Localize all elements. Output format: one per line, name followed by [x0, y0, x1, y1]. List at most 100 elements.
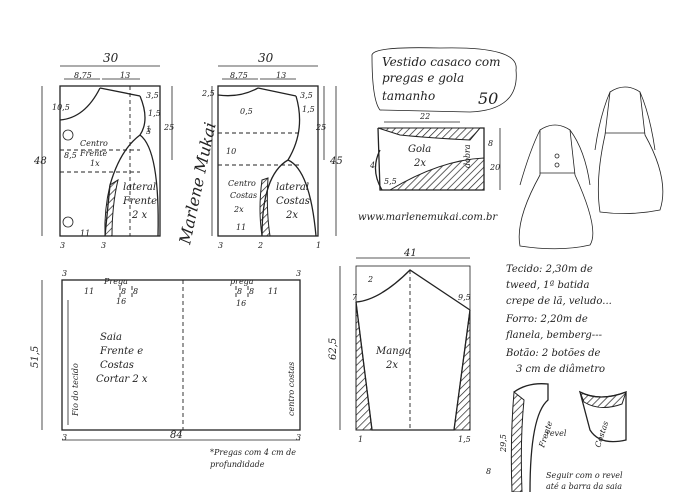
- skirt-p1d: 16: [116, 297, 126, 306]
- back-lateral-label2: Costas: [276, 196, 310, 207]
- skirt-back-label: centro costas: [287, 362, 296, 416]
- skirt-p2c: 11: [268, 287, 278, 296]
- facing-m2: 8: [486, 467, 491, 476]
- back-m3: 0,5: [240, 107, 253, 116]
- facing-note1: Seguir com o revel: [546, 471, 623, 480]
- signature: Marlene Mukai: [175, 121, 220, 247]
- front-lateral-label2: Frente: [122, 196, 157, 207]
- facing-note2: até a barra da saia: [546, 482, 622, 491]
- front-m3: 1,5: [148, 109, 161, 118]
- collar-label: Gola: [408, 144, 431, 155]
- sleeve-label: Manga: [375, 346, 411, 357]
- facing-label2: revel: [546, 429, 567, 438]
- back-m4: 1,5: [302, 105, 315, 114]
- collar-width: 22: [419, 112, 430, 121]
- back-m7: 11: [236, 223, 246, 232]
- skirt-p1c: 8: [133, 287, 138, 296]
- collar-m2: 5,5: [384, 177, 397, 186]
- materials-notes: Tecido: 2,30m de tweed, 1ª batida crepe …: [505, 264, 612, 375]
- front-height: 48: [33, 156, 47, 167]
- facing-label3: Costas: [593, 420, 610, 449]
- skirt-height: 51,5: [30, 346, 41, 368]
- front-m8: 11: [80, 229, 90, 238]
- front-seg1: 8,75: [74, 71, 92, 80]
- skirt-note2: profundidade: [210, 460, 265, 469]
- collar-piece: 22 Gola 2x dobra 8 20 4 5,5: [369, 112, 501, 191]
- collar-height: 8: [488, 139, 493, 148]
- collar-height2: 20: [489, 163, 500, 172]
- materials-l7: 3 cm de diâmetro: [516, 364, 605, 375]
- back-lateral-label: lateral: [276, 182, 309, 193]
- back-m9: 1: [316, 241, 321, 250]
- sleeve-count: 2x: [385, 360, 398, 371]
- skirt-label3: Costas: [100, 360, 134, 371]
- front-m9: 3: [60, 241, 65, 250]
- front-m4: 8,5: [64, 151, 77, 160]
- sleeve-piece: 41 62,5 2 7 9,5 1 1,5 Manga 2x: [328, 248, 471, 444]
- sleeve-m5: 1,5: [458, 435, 471, 444]
- back-center-label2: Costas: [230, 191, 257, 200]
- skirt-label1: Saia: [100, 332, 122, 343]
- front-m1: 10,5: [52, 103, 70, 112]
- back-m8: 2: [257, 241, 263, 250]
- skirt-label2: Frente e: [99, 346, 143, 357]
- back-m6: 25: [315, 123, 326, 132]
- sleeve-m2: 7: [352, 293, 358, 302]
- materials-l3: crepe de lã, veludo...: [506, 296, 612, 307]
- materials-l2: tweed, 1ª batida: [506, 280, 589, 291]
- title-line1: Vestido casaco com: [382, 55, 500, 69]
- materials-l5: flanela, bemberg---: [505, 330, 603, 341]
- facing-pieces: Frente revel Costas 29,5 8 Seguir com o …: [486, 383, 627, 492]
- collar-dobra: dobra: [463, 144, 472, 168]
- front-center-label3: 1x: [90, 159, 100, 168]
- title-block: Vestido casaco com pregas e gola tamanho…: [371, 47, 517, 113]
- sleeve-m1: 2: [367, 275, 373, 284]
- back-m5: 10: [226, 147, 236, 156]
- skirt-p2d: 16: [236, 299, 246, 308]
- materials-l6: Botão: 2 botões de: [505, 348, 601, 359]
- skirt-corner3: 3: [62, 433, 67, 442]
- skirt-corner1: 3: [62, 269, 67, 278]
- bodice-back-piece: 30 8,75 13 45 2,5 3,5 0,5 1,5 10 25 11 2…: [201, 51, 343, 250]
- title-size: 50: [478, 89, 498, 108]
- back-center-label3: 2x: [233, 205, 244, 214]
- back-height: 45: [329, 156, 343, 167]
- skirt-p2b: 8: [249, 287, 254, 296]
- bodice-front-piece: 30 8,75 13 48 10,5 3,5 1,5 8,5 1 25 3 11…: [33, 51, 174, 250]
- front-m5: 1: [146, 125, 151, 134]
- front-m10: 3: [101, 241, 106, 250]
- skirt-prega2: prega: [230, 277, 254, 286]
- title-line3: tamanho: [382, 89, 435, 103]
- back-width: 30: [258, 51, 274, 65]
- back-m10: 3: [218, 241, 223, 250]
- title-line2: pregas e gola: [382, 71, 464, 85]
- collar-count: 2x: [413, 158, 426, 169]
- skirt-piece: 84 51,5 3 3 3 3 Prega prega 11 8 8 16 8 …: [30, 269, 301, 469]
- front-center-label2: Frente: [79, 149, 107, 158]
- sleeve-m3: 9,5: [458, 293, 471, 302]
- collar-m1: 4: [369, 161, 375, 170]
- front-m7: 3: [146, 127, 151, 136]
- skirt-p1a: 11: [84, 287, 94, 296]
- skirt-p2a: 8: [237, 287, 242, 296]
- back-seg1: 8,75: [230, 71, 248, 80]
- skirt-note1: *Pregas com 4 cm de: [210, 448, 296, 457]
- dress-sketch: [518, 86, 664, 250]
- back-m2: 3,5: [300, 91, 313, 100]
- skirt-width: 84: [170, 430, 183, 441]
- front-m6: 25: [163, 123, 174, 132]
- front-m2: 3,5: [146, 91, 159, 100]
- front-seg2: 13: [120, 71, 130, 80]
- sleeve-height: 62,5: [328, 338, 339, 360]
- sleeve-m4: 1: [358, 435, 363, 444]
- front-center-label: Centro: [80, 139, 108, 148]
- front-lateral-label3: 2 x: [131, 210, 148, 221]
- facing-m1: 29,5: [499, 434, 508, 453]
- skirt-prega1: Prega: [103, 277, 128, 286]
- skirt-fold-label: Fio do tecido: [71, 363, 80, 417]
- sleeve-width: 41: [403, 248, 417, 259]
- skirt-p1b: 8: [121, 287, 126, 296]
- back-seg2: 13: [276, 71, 286, 80]
- skirt-label4: Cortar 2 x: [96, 374, 148, 385]
